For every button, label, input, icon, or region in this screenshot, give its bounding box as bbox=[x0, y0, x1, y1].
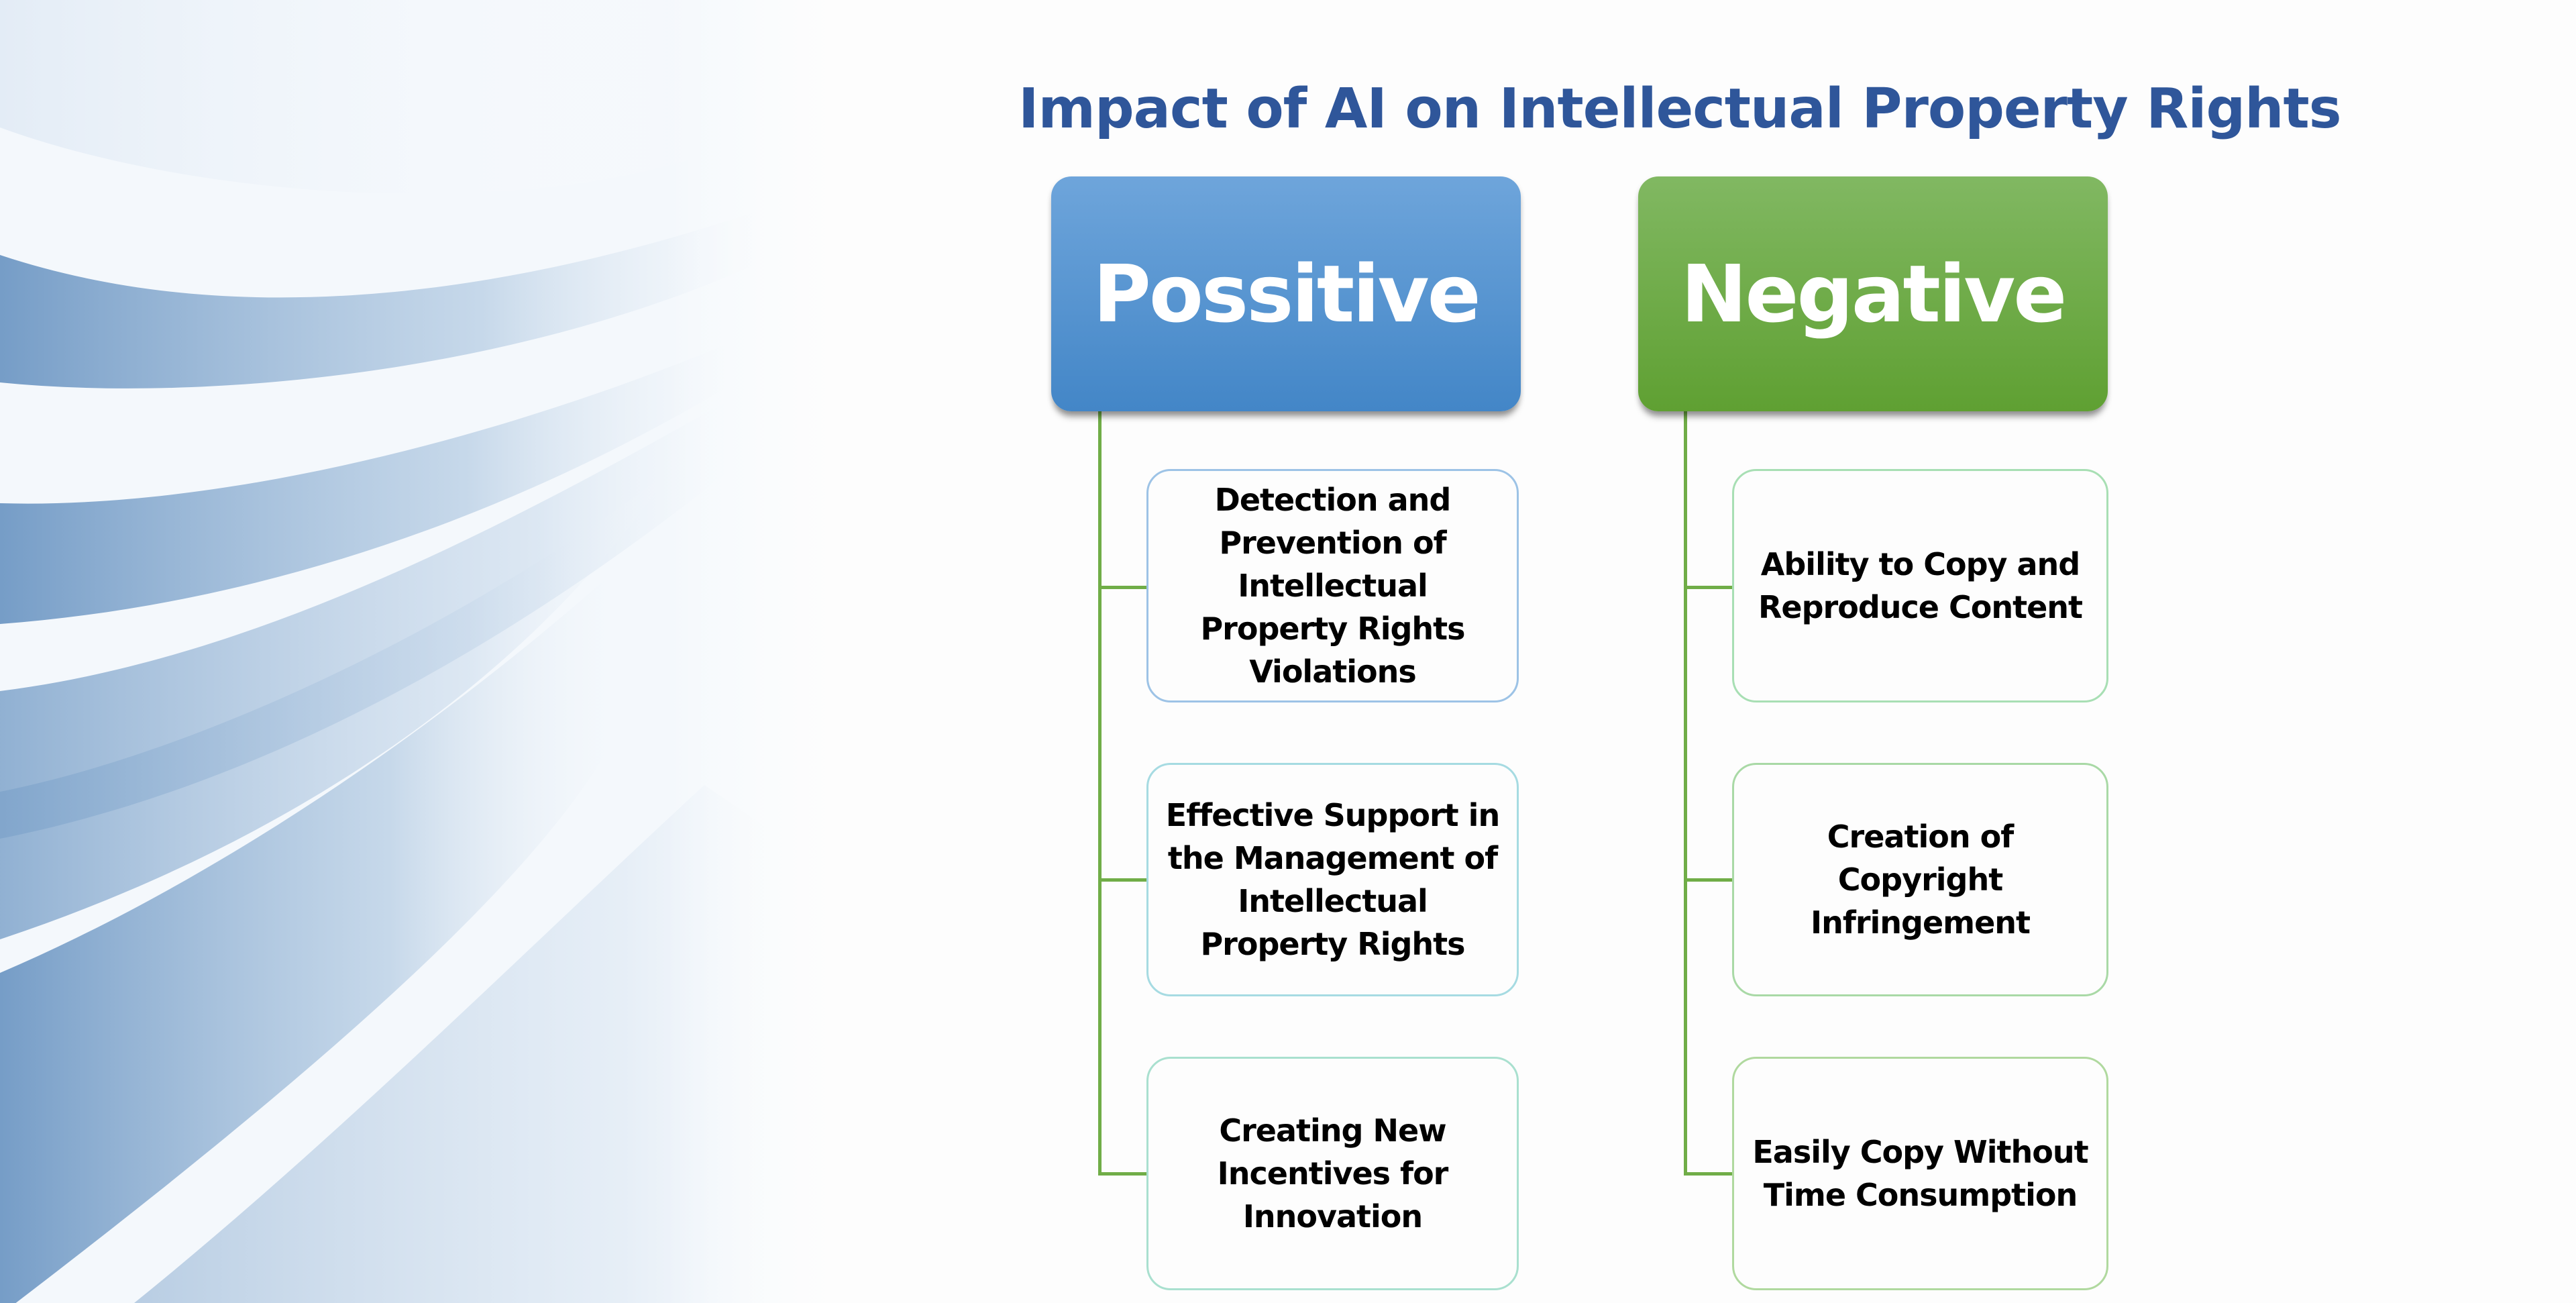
list-item-text: Detection and Prevention of Intellectual… bbox=[1200, 482, 1465, 690]
decorative-background-ribbons bbox=[0, 0, 832, 1303]
list-item-text: Easily Copy Without Time Consumption bbox=[1752, 1134, 2088, 1213]
connector-tick bbox=[1098, 586, 1146, 589]
list-item: Detection and Prevention of Intellectual… bbox=[1146, 469, 1519, 702]
list-item: Creation of Copyright Infringement bbox=[1732, 763, 2108, 996]
header-negative: Negative bbox=[1638, 176, 2108, 411]
list-item: Ability to Copy and Reproduce Content bbox=[1732, 469, 2108, 702]
connector-tick bbox=[1098, 1172, 1146, 1176]
connector-line-negative bbox=[1684, 411, 1687, 1175]
list-item: Effective Support in the Management of I… bbox=[1146, 763, 1519, 996]
connector-tick bbox=[1684, 878, 1732, 882]
list-item-text: Effective Support in the Management of I… bbox=[1165, 797, 1500, 962]
connector-tick bbox=[1684, 586, 1732, 589]
connector-tick bbox=[1098, 878, 1146, 882]
list-item: Creating New Incentives for Innovation bbox=[1146, 1057, 1519, 1290]
connector-line-positive bbox=[1098, 411, 1102, 1175]
list-item-text: Ability to Copy and Reproduce Content bbox=[1758, 546, 2083, 625]
list-item-text: Creating New Incentives for Innovation bbox=[1217, 1112, 1449, 1235]
header-positive: Possitive bbox=[1051, 176, 1521, 411]
connector-tick bbox=[1684, 1172, 1732, 1176]
header-label: Negative bbox=[1680, 248, 2068, 340]
slide-title: Impact of AI on Intellectual Property Ri… bbox=[1018, 77, 2342, 141]
list-item: Easily Copy Without Time Consumption bbox=[1732, 1057, 2108, 1290]
list-item-text: Creation of Copyright Infringement bbox=[1810, 819, 2031, 941]
header-label: Possitive bbox=[1093, 248, 1481, 340]
